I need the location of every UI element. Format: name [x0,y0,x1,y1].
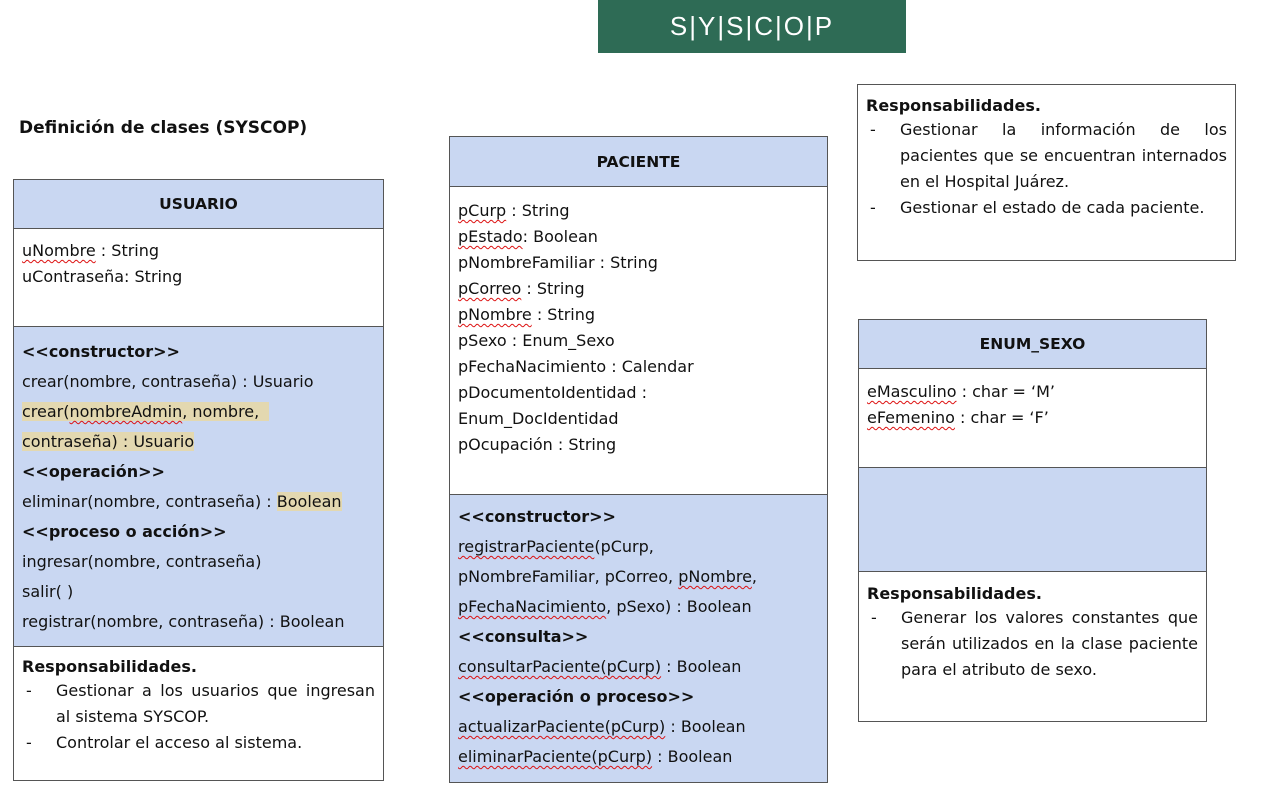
responsibility-item: Gestionar la información de los paciente… [866,117,1227,195]
attribute-row: pFechaNacimiento : Calendar [458,357,694,376]
attribute-row: pSexo : Enum_Sexo [458,331,615,350]
class-paciente: PACIENTE pCurp : String pEstado: Boolean… [449,136,828,783]
stereotype-operacion: <<operación>> [22,462,165,481]
responsibilities-list: Gestionar la información de los paciente… [866,117,1227,221]
responsibility-item: Controlar el acceso al sistema. [22,730,375,756]
attribute-row: pNombre : String [458,305,596,324]
syscop-logo: S|Y|S|C|O|P [598,0,906,53]
class-usuario: USUARIO uNombre : String uContraseña: St… [13,179,384,781]
paciente-responsibilities: Responsabilidades. Gestionar la informac… [857,84,1236,261]
operation-actualizar: actualizarPaciente(pCurp) : Boolean [458,717,746,736]
attribute-row: pCorreo : String [458,279,585,298]
responsibilities-section: Responsabilidades. Generar los valores c… [859,572,1206,683]
operations-section-empty [859,468,1206,572]
attribute-name: uNombre [22,241,96,260]
responsibility-item: Gestionar a los usuarios que ingresan al… [22,678,375,730]
responsibilities-title: Responsabilidades. [866,96,1041,115]
responsibility-item: Generar los valores constantes que serán… [867,605,1198,683]
stereotype-proceso: <<proceso o acción>> [22,522,227,541]
operation-registrar: registrarPaciente(pCurp, [458,537,654,556]
attribute-row: Enum_DocIdentidad [458,409,619,428]
attribute-row: eMasculino : char = ‘M’ [867,382,1055,401]
attribute-row: eFemenino : char = ‘F’ [867,408,1049,427]
class-title: ENUM_SEXO [859,320,1206,369]
stereotype-constructor: <<constructor>> [458,507,616,526]
operation-ingresar: ingresar(nombre, contraseña) [22,552,262,571]
class-title: PACIENTE [450,137,827,187]
operation-registrar: registrar(nombre, contraseña) : Boolean [22,612,345,631]
attributes-section: pCurp : String pEstado: Boolean pNombreF… [450,187,827,495]
operation-crear: crear(nombre, contraseña) : Usuario [22,372,314,391]
attributes-section: uNombre : String uContraseña: String [14,229,383,327]
stereotype-constructor: <<constructor>> [22,342,180,361]
attribute-row: uContraseña: String [22,264,375,290]
responsibilities-section: Responsabilidades. Gestionar a los usuar… [14,647,383,756]
attribute-row: pNombreFamiliar : String [458,253,658,272]
responsibility-item: Gestionar el estado de cada paciente. [866,195,1227,221]
operation-crear-admin-cont: contraseña) : Usuario [22,432,195,451]
class-enum-sexo: ENUM_SEXO eMasculino : char = ‘M’ eFemen… [858,319,1207,722]
attribute-type: : String [124,267,183,286]
responsibilities-title: Responsabilidades. [22,657,197,676]
attributes-section: eMasculino : char = ‘M’ eFemenino : char… [859,369,1206,468]
operation-eliminar: eliminarPaciente(pCurp) : Boolean [458,747,733,766]
operation-registrar-cont: pNombreFamiliar, pCorreo, pNombre, [458,567,758,586]
operation-salir: salir( ) [22,582,74,601]
operation-consultar: consultarPaciente(pCurp) : Boolean [458,657,742,676]
attribute-type: : String [95,241,160,260]
class-title: USUARIO [14,180,383,229]
operation-registrar-cont: pFechaNacimiento, pSexo) : Boolean [458,597,752,616]
operations-section: <<constructor>> crear(nombre, contraseña… [14,327,383,647]
responsibilities-list: Gestionar a los usuarios que ingresan al… [22,678,375,756]
attribute-row: uNombre : String [22,238,375,264]
highlight: crear(nombreAdmin, nombre, [22,402,270,421]
attribute-row: pDocumentoIdentidad : [458,383,648,402]
operations-section: <<constructor>> registrarPaciente(pCurp,… [450,495,827,782]
responsibilities-list: Generar los valores constantes que serán… [867,605,1198,683]
operation-crear-admin: crear(nombreAdmin, nombre, [22,397,375,427]
attribute-row: pOcupación : String [458,435,617,454]
attribute-name: uContraseña [22,267,125,286]
operation-eliminar: eliminar(nombre, contraseña) : Boolean [22,492,342,511]
attribute-row: pCurp : String [458,201,570,220]
responsibilities-title: Responsabilidades. [867,584,1042,603]
stereotype-operacion: <<operación o proceso>> [458,687,695,706]
attribute-row: pEstado: Boolean [458,227,598,246]
stereotype-consulta: <<consulta>> [458,627,589,646]
page-title: Definición de clases (SYSCOP) [19,118,308,138]
